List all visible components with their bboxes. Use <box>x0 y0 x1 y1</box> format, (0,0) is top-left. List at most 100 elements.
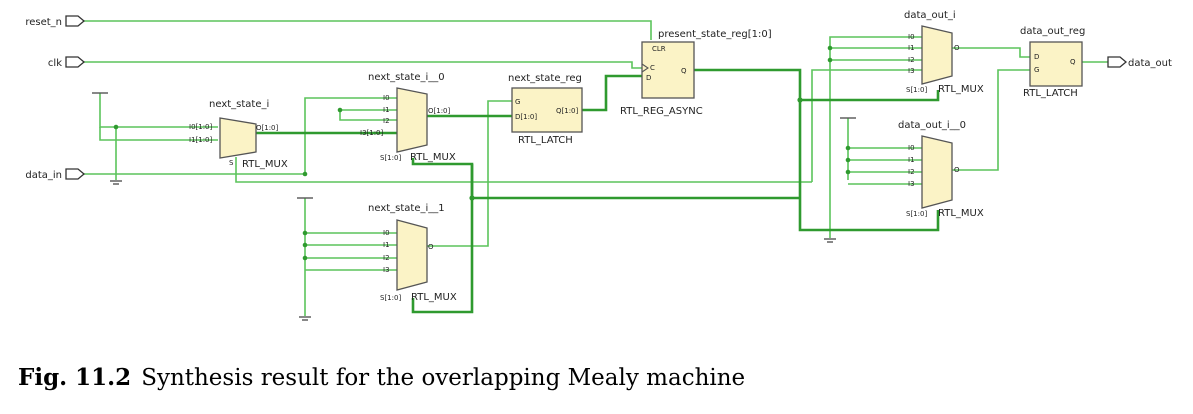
cell-next-state-i-0[interactable]: next_state_i__0 RTL_MUX I0 I1 I2 I3[1:0]… <box>360 72 456 163</box>
ground-symbol <box>299 316 311 321</box>
mux-symbol <box>396 87 428 153</box>
ground-symbol <box>110 180 122 185</box>
cell-type-label: RTL_MUX <box>242 159 288 170</box>
figure-caption-text: Synthesis result for the overlapping Mea… <box>141 365 746 391</box>
input-port-icon <box>65 15 86 27</box>
port-label: reset_n <box>25 17 62 28</box>
pin-label: S <box>229 159 234 167</box>
junction-dot <box>302 242 308 248</box>
pin-label: Q <box>681 67 687 75</box>
ground-symbol <box>824 238 836 243</box>
port-reset-n[interactable]: reset_n <box>25 15 86 28</box>
pin-label: I2 <box>908 168 915 176</box>
cell-instance-name: data_out_i__0 <box>898 120 966 131</box>
cell-data-out-reg[interactable]: data_out_reg RTL_LATCH D G Q <box>1020 26 1085 99</box>
port-data-out[interactable]: data_out <box>1107 56 1172 69</box>
junction-dot <box>337 107 343 113</box>
pin-label: Q <box>1070 58 1076 66</box>
pin-label: I1 <box>383 241 390 249</box>
cell-type-label: RTL_LATCH <box>518 135 573 146</box>
wire-const-a <box>99 93 218 128</box>
wire-data-in-up <box>811 69 922 182</box>
pin-label: D <box>646 74 651 82</box>
wire-ns1-out <box>427 100 512 247</box>
cell-type-label: RTL_MUX <box>411 292 457 303</box>
pin-label: I2 <box>908 56 915 64</box>
pin-label: Q[1:0] <box>556 107 579 115</box>
pin-label: D <box>1034 53 1039 61</box>
wire-const-b <box>99 127 218 141</box>
input-port-icon <box>65 56 86 68</box>
wire-doi-out <box>952 47 1030 58</box>
pin-label: I3 <box>908 67 915 75</box>
pin-label: S[1:0] <box>380 294 401 302</box>
cell-next-state-i[interactable]: next_state_i RTL_MUX I0[1:0] I1[1:0] O[1… <box>189 99 288 170</box>
cell-present-state-reg[interactable]: present_state_reg[1:0] RTL_REG_ASYNC CLR… <box>620 29 772 117</box>
port-label: clk <box>48 58 62 69</box>
cell-instance-name: next_state_i__1 <box>368 203 445 214</box>
pin-label: C <box>650 64 655 72</box>
junction-dot <box>827 45 833 51</box>
pin-label: O <box>954 44 960 52</box>
pin-label: S[1:0] <box>906 86 927 94</box>
junction-dot <box>797 97 803 103</box>
mux-symbol <box>219 117 257 159</box>
pin-label: I0 <box>908 144 915 152</box>
port-clk[interactable]: clk <box>48 56 86 69</box>
cell-instance-name: next_state_i__0 <box>368 72 445 83</box>
wire-doi0-out <box>952 69 1030 171</box>
wire-ns0-i0 <box>304 97 397 174</box>
pin-label: S[1:0] <box>906 210 927 218</box>
buses <box>256 68 940 314</box>
cell-type-label: RTL_MUX <box>938 208 984 219</box>
mux-symbol <box>396 219 428 291</box>
cell-type-label: RTL_LATCH <box>1023 88 1078 99</box>
mux-symbol <box>921 25 953 85</box>
junction-dot <box>845 157 851 163</box>
bus-latch-q <box>582 74 642 112</box>
schematic-diagram: reset_n clk data_in data_out next_state_… <box>25 10 1172 321</box>
ground-symbols <box>92 92 856 321</box>
bus-present-state <box>694 68 940 232</box>
bus-sel-ns0 <box>411 158 474 314</box>
junction-dot <box>469 195 475 201</box>
mux-symbol <box>921 135 953 209</box>
junction-dot <box>113 124 119 130</box>
pin-label: I3 <box>383 266 390 274</box>
port-label: data_in <box>25 170 62 181</box>
junction-dot <box>302 230 308 236</box>
junction-dot <box>827 57 833 63</box>
pin-label: I0 <box>383 94 390 102</box>
wire-data-in-select <box>235 157 812 183</box>
input-port-icon <box>65 168 86 180</box>
latch-symbol <box>511 87 583 133</box>
port-data-in[interactable]: data_in <box>25 168 86 181</box>
cell-type-label: RTL_MUX <box>410 152 456 163</box>
pin-label: I0 <box>383 229 390 237</box>
pin-label: I3[1:0] <box>360 129 384 137</box>
junctions <box>113 45 851 261</box>
pin-label: S[1:0] <box>380 154 401 162</box>
cell-data-out-i-0[interactable]: data_out_i__0 RTL_MUX I0 I1 I2 I3 O S[1:… <box>898 120 984 219</box>
junction-dot <box>845 169 851 175</box>
junction-dot <box>302 171 308 177</box>
figure-label: Fig. 11.2 <box>18 364 132 391</box>
cell-instance-name: data_out_reg <box>1020 26 1085 37</box>
bus-ps-up <box>800 90 940 102</box>
clock-triangle-icon <box>641 63 649 73</box>
pin-label: G <box>515 98 520 106</box>
wire-doi-i0 <box>829 36 922 238</box>
register-symbol <box>641 41 695 99</box>
pin-label: O[1:0] <box>256 124 279 132</box>
cell-type-label: RTL_REG_ASYNC <box>620 106 703 117</box>
pin-label: CLR <box>652 45 666 53</box>
pin-label: I1[1:0] <box>189 136 213 144</box>
cell-instance-name: data_out_i <box>904 10 956 21</box>
cell-next-state-i-1[interactable]: next_state_i__1 RTL_MUX I0 I1 I2 I3 O S[… <box>368 203 457 303</box>
pin-label: I0[1:0] <box>189 123 213 131</box>
cell-instance-name: present_state_reg[1:0] <box>658 29 772 40</box>
junction-dot <box>845 145 851 151</box>
pin-label: O <box>428 243 434 251</box>
cell-next-state-reg[interactable]: next_state_reg RTL_LATCH G D[1:0] Q[1:0] <box>508 73 583 146</box>
cell-data-out-i[interactable]: data_out_i RTL_MUX I0 I1 I2 I3 O S[1:0] <box>904 10 984 95</box>
